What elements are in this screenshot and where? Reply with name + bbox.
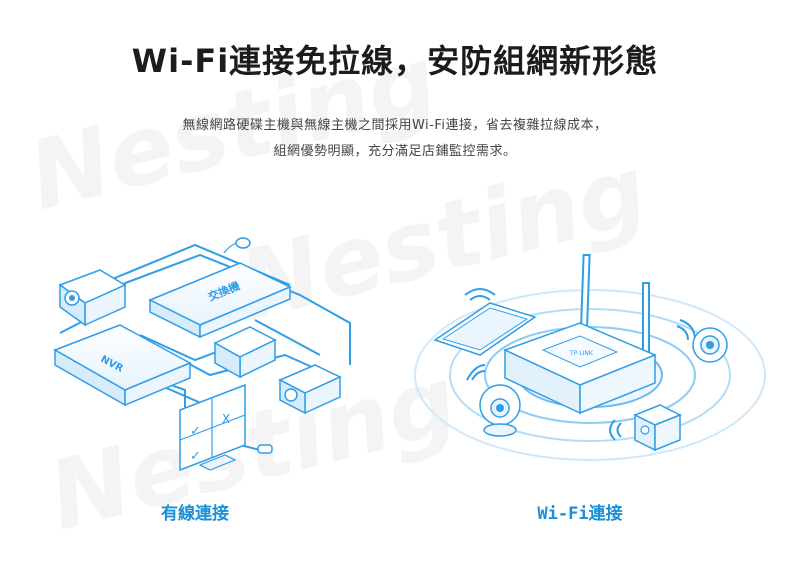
check-mark: ✓ [190, 424, 201, 439]
check-mark: ✓ [190, 449, 201, 464]
nvr-device: NVR [53, 324, 192, 407]
cube-camera-icon [633, 404, 682, 452]
router-brand: TP-LINK [569, 350, 594, 357]
dome-camera-icon [479, 384, 521, 437]
page-title: Wi-Fi連接免拉線，安防組網新形態 [131, 42, 659, 80]
wired-camera-right-icon [278, 364, 342, 415]
wifi-illustration: TP-LINK [414, 254, 766, 461]
mouse-icon [223, 237, 251, 254]
wired-caption: 有線連接 [161, 504, 229, 524]
round-camera-icon [692, 327, 728, 363]
wifi-icon [464, 288, 496, 381]
wired-camera-top-icon [58, 269, 127, 327]
router-device: TP-LINK [503, 322, 657, 415]
wired-illustration: 交換機 NVR ✓ X ✓ [53, 237, 351, 472]
wifi-caption: Wi-Fi連接 [537, 504, 623, 524]
description-line-1: 無線網路硬碟主機與無線主機之間採用Wi-Fi連接，省去複雜拉線成本， [182, 118, 608, 133]
switch-device: 交換機 [148, 262, 292, 339]
cross-mark: X [222, 412, 230, 426]
description-line-2: 組網優勢明顯，充分滿足店鋪監控需求。 [273, 144, 517, 159]
wired-camera-middle-icon [213, 326, 277, 379]
monitor-grid: ✓ X ✓ [179, 383, 246, 472]
cable-plug-icon [257, 444, 273, 454]
phone-device [433, 302, 537, 356]
